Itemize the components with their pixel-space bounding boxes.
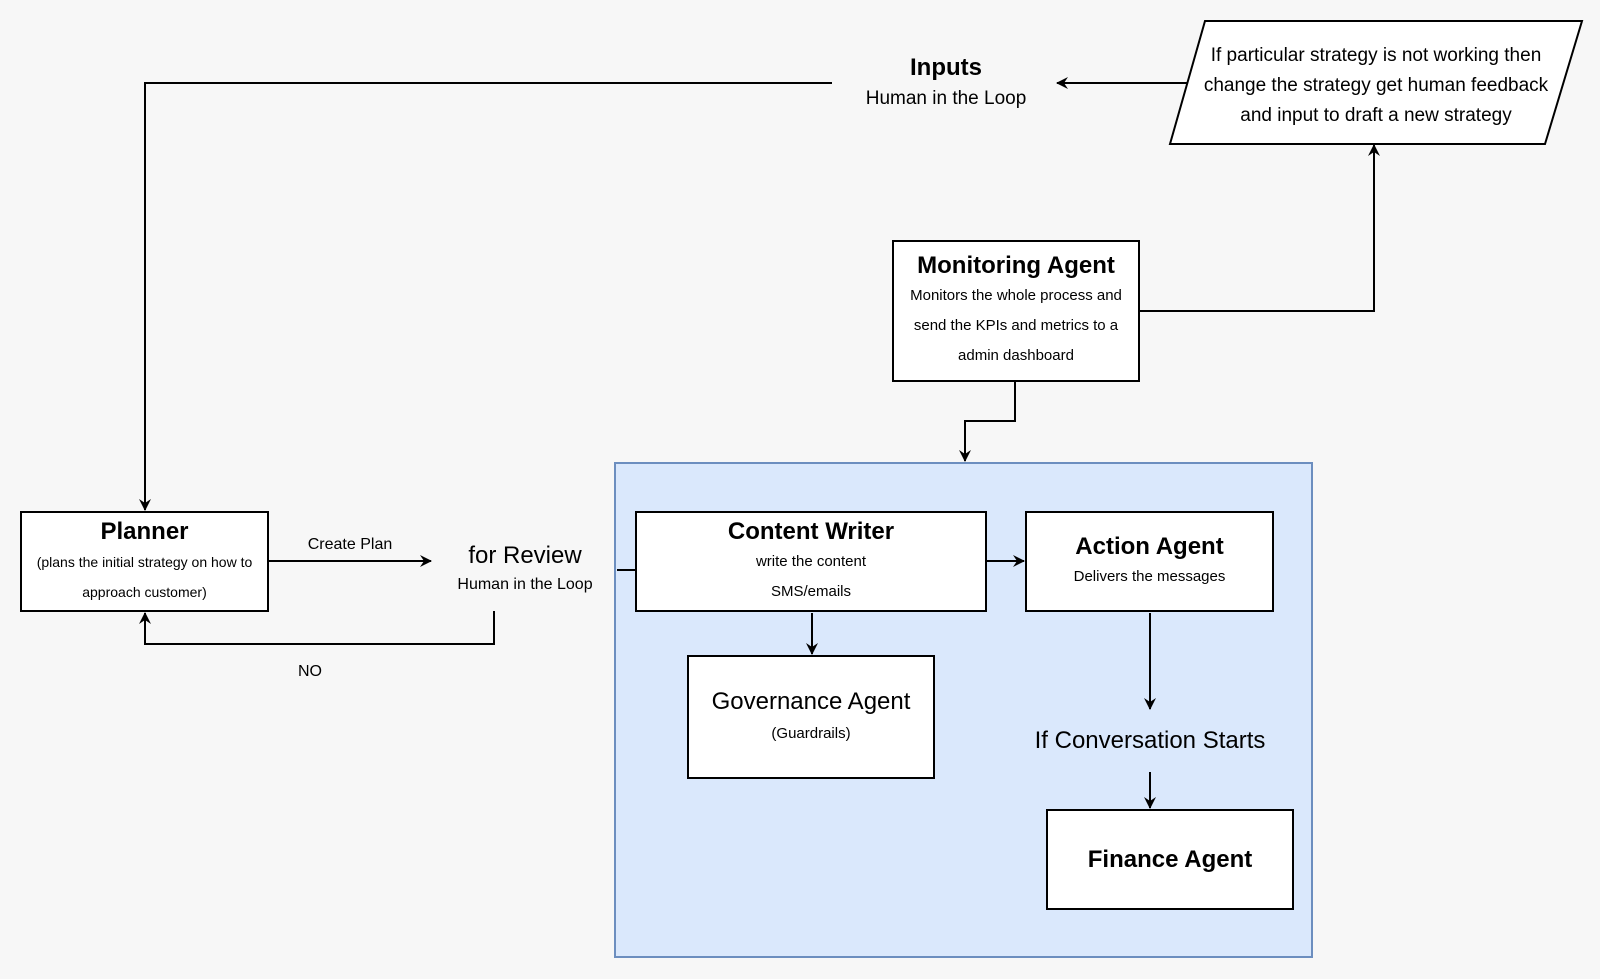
governance-agent-title: Governance Agent [711,688,911,715]
planner-line-2: approach customer) [82,583,207,600]
review-subtitle: Human in the Loop [457,576,593,593]
monitoring-agent-line-1: Monitors the whole process and [910,287,1122,304]
edge-inputs-to-planner [139,82,832,511]
governance-agent-node: Governance Agent (Guardrails) [687,655,935,779]
strategy-shape [1168,20,1584,145]
strategy-line-2: change the strategy get human feedback [1203,75,1549,96]
inputs-title: Inputs [910,54,982,81]
strategy-line-1: If particular strategy is not working th… [1210,45,1542,66]
action-agent-node: Action Agent Delivers the messages [1025,511,1274,612]
strategy-text: If particular strategy is not working th… [1170,41,1582,131]
strategy-line-3: and input to draft a new strategy [1240,105,1512,126]
monitoring-agent-line-3: admin dashboard [958,347,1074,364]
inputs-node: Inputs Human in the Loop [832,52,1060,114]
content-writer-line-1: write the content [755,552,867,570]
review-title: for Review [468,542,582,569]
edge-review-to-planner [139,611,495,645]
governance-agent-subtitle: (Guardrails) [771,725,851,742]
planner-title: Planner [100,517,189,545]
inputs-subtitle: Human in the Loop [865,88,1027,109]
action-agent-subtitle: Delivers the messages [1073,567,1226,585]
monitoring-agent-line-2: send the KPIs and metrics to a [913,317,1119,334]
conversation-label: If Conversation Starts [1034,727,1266,754]
planner-node: Planner (plans the initial strategy on h… [20,511,269,612]
monitoring-agent-node: Monitoring Agent Monitors the whole proc… [892,240,1140,382]
edge-monitoring-to-strategy [1138,144,1380,312]
review-node: for Review Human in the Loop [430,540,620,598]
create-plan-label: Create Plan [307,536,393,553]
action-agent-title: Action Agent [1075,532,1224,560]
finance-agent-node: Finance Agent [1046,809,1294,910]
content-writer-node: Content Writer write the content SMS/ema… [635,511,987,612]
no-label: NO [298,663,322,680]
edge-monitoring-to-container [959,381,1016,462]
content-writer-title: Content Writer [727,517,895,545]
planner-line-1: (plans the initial strategy on how to [36,553,253,570]
finance-agent-title: Finance Agent [1087,845,1253,873]
content-writer-line-2: SMS/emails [770,582,852,600]
monitoring-agent-title: Monitoring Agent [917,252,1115,279]
